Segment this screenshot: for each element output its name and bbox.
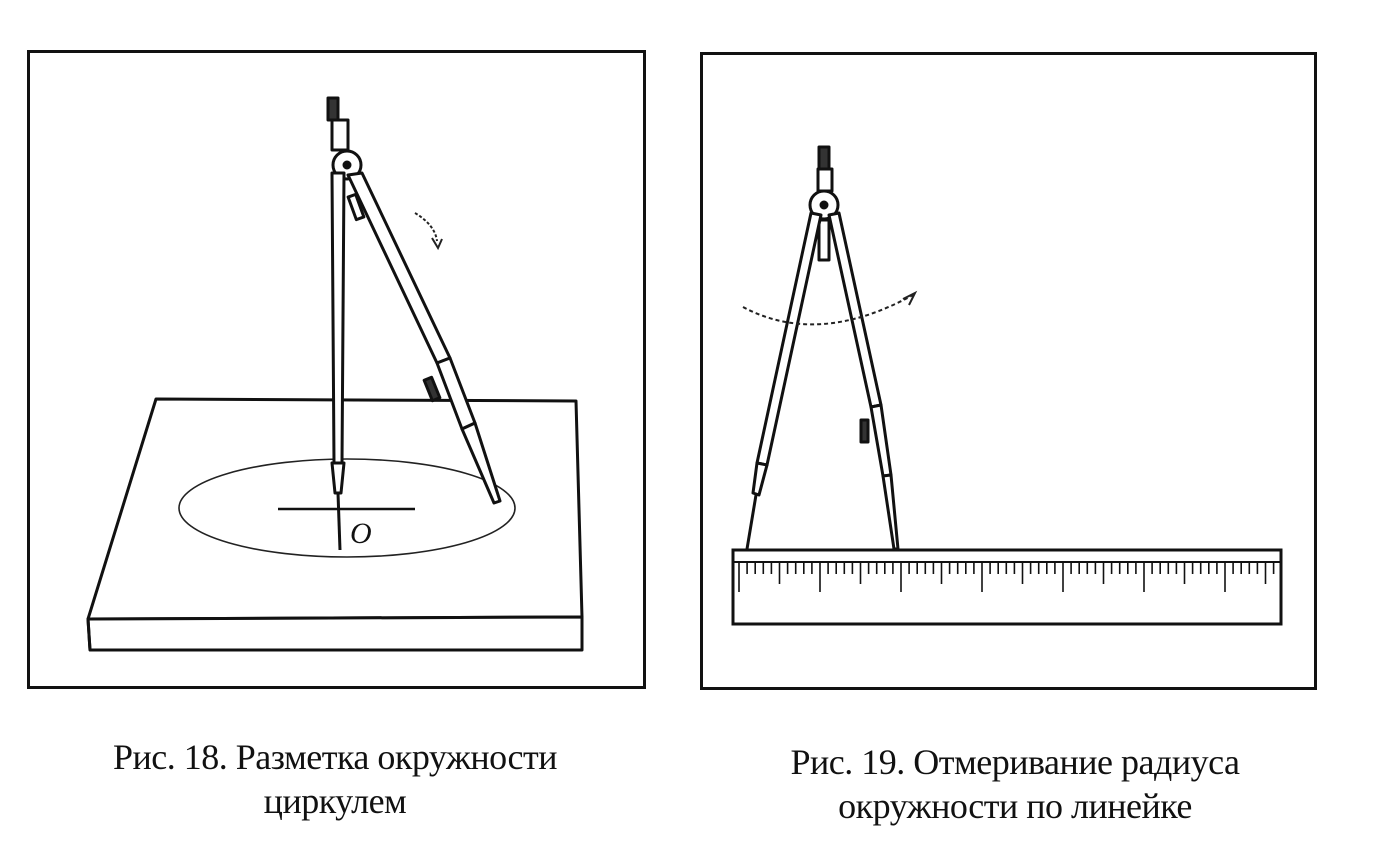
figure-19-frame bbox=[700, 52, 1317, 690]
ruler-ticks bbox=[738, 562, 1275, 592]
compass bbox=[745, 145, 900, 551]
rotation-arrow bbox=[414, 212, 438, 242]
figure-18-caption: Рис. 18. Разметка окружности циркулем bbox=[40, 735, 630, 823]
figure-18-frame: O bbox=[27, 50, 646, 689]
center-point-label: O bbox=[350, 517, 372, 550]
compass bbox=[326, 96, 502, 551]
figure-18-illustration: O bbox=[86, 96, 584, 652]
figure-18-caption-line2: циркулем bbox=[263, 781, 407, 821]
rotation-arrow bbox=[742, 294, 914, 326]
figure-19-caption-line1: Рис. 19. Отмеривание радиуса bbox=[790, 742, 1241, 782]
figure-18-caption-line1: Рис. 18. Разметка окружности bbox=[113, 737, 557, 777]
figure-19-caption-line2: окружности по линейке bbox=[838, 786, 1192, 826]
marked-circle bbox=[178, 458, 516, 558]
ruler bbox=[731, 548, 1283, 626]
figure-19-caption: Рис. 19. Отмеривание радиуса окружности … bbox=[720, 740, 1310, 828]
figure-19-illustration bbox=[731, 145, 1283, 626]
board-side bbox=[86, 615, 584, 652]
